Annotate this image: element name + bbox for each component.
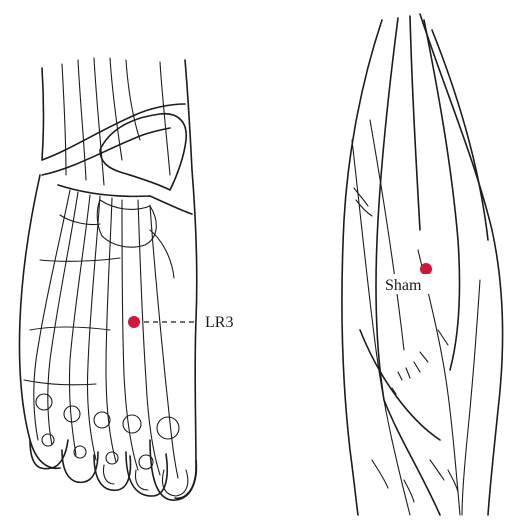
- sham-point-dot: [420, 263, 432, 275]
- sham-point-marker: Sham: [383, 263, 433, 294]
- lr3-point-dot: [128, 316, 140, 328]
- lr3-point-marker: LR3: [128, 314, 233, 331]
- lr3-label: LR3: [205, 314, 233, 331]
- foot-illustration: [19, 58, 196, 500]
- sham-label: Sham: [385, 277, 422, 294]
